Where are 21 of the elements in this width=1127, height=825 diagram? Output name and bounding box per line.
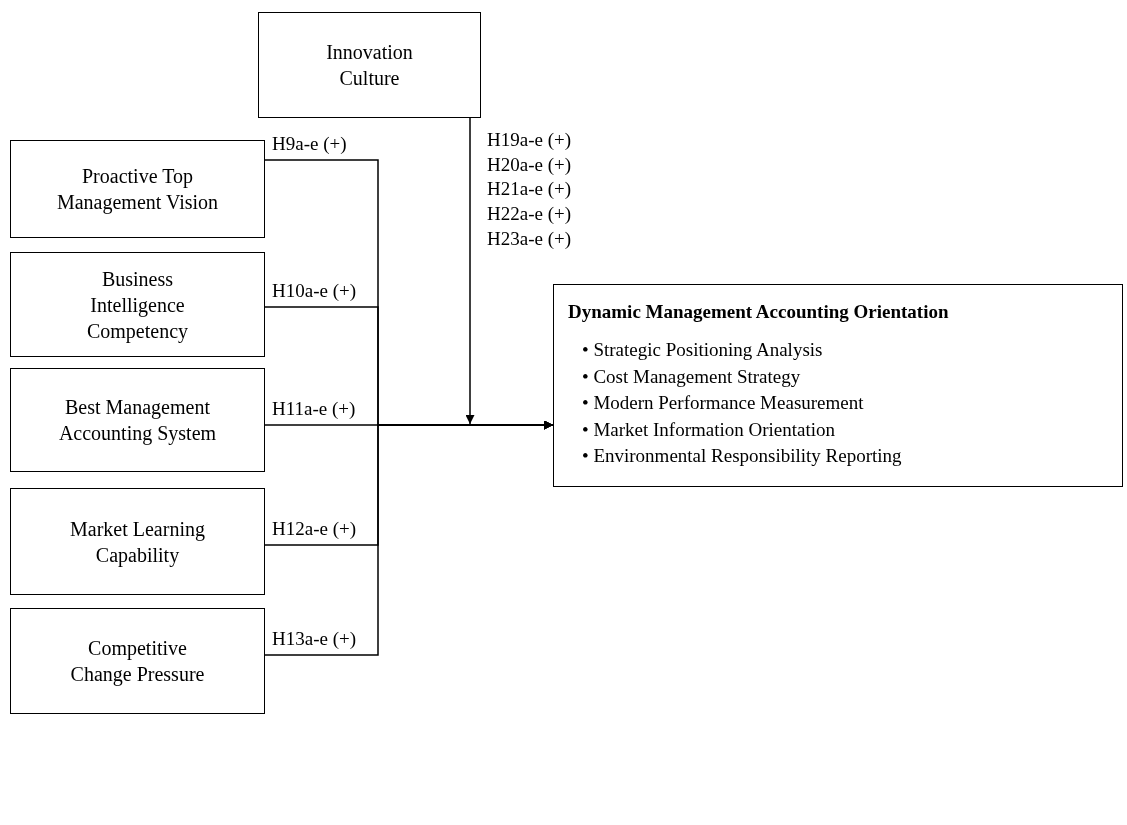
arrow [264,420,554,656]
node-label: Best Management Accounting System [57,395,218,446]
process-box [258,12,481,118]
node-label: Competitive Change Pressure [69,636,206,687]
process-box [10,252,265,357]
list-item: • Environmental Responsibility Reporting [582,444,902,469]
list-item: • Cost Management Strategy [582,364,802,389]
process-box [10,608,265,714]
arrow [465,117,475,425]
node-label: Proactive Top Management Vision [56,164,219,215]
list-item: • Market Information Orientation [582,417,837,442]
list-item: • Strategic Positioning Analysis [582,338,824,362]
list-item: • Modern Performance Measurement [582,391,865,416]
node-label: Business Intelligence Competency [85,266,190,344]
node-label: Innovation Culture [325,40,414,91]
process-box [10,140,265,238]
box-heading: Dynamic Management Accounting Orientation [568,301,949,323]
process-box [10,368,265,472]
process-box [553,284,1123,487]
process-box [10,488,265,595]
node-label: Market Learning Capability [69,516,206,568]
